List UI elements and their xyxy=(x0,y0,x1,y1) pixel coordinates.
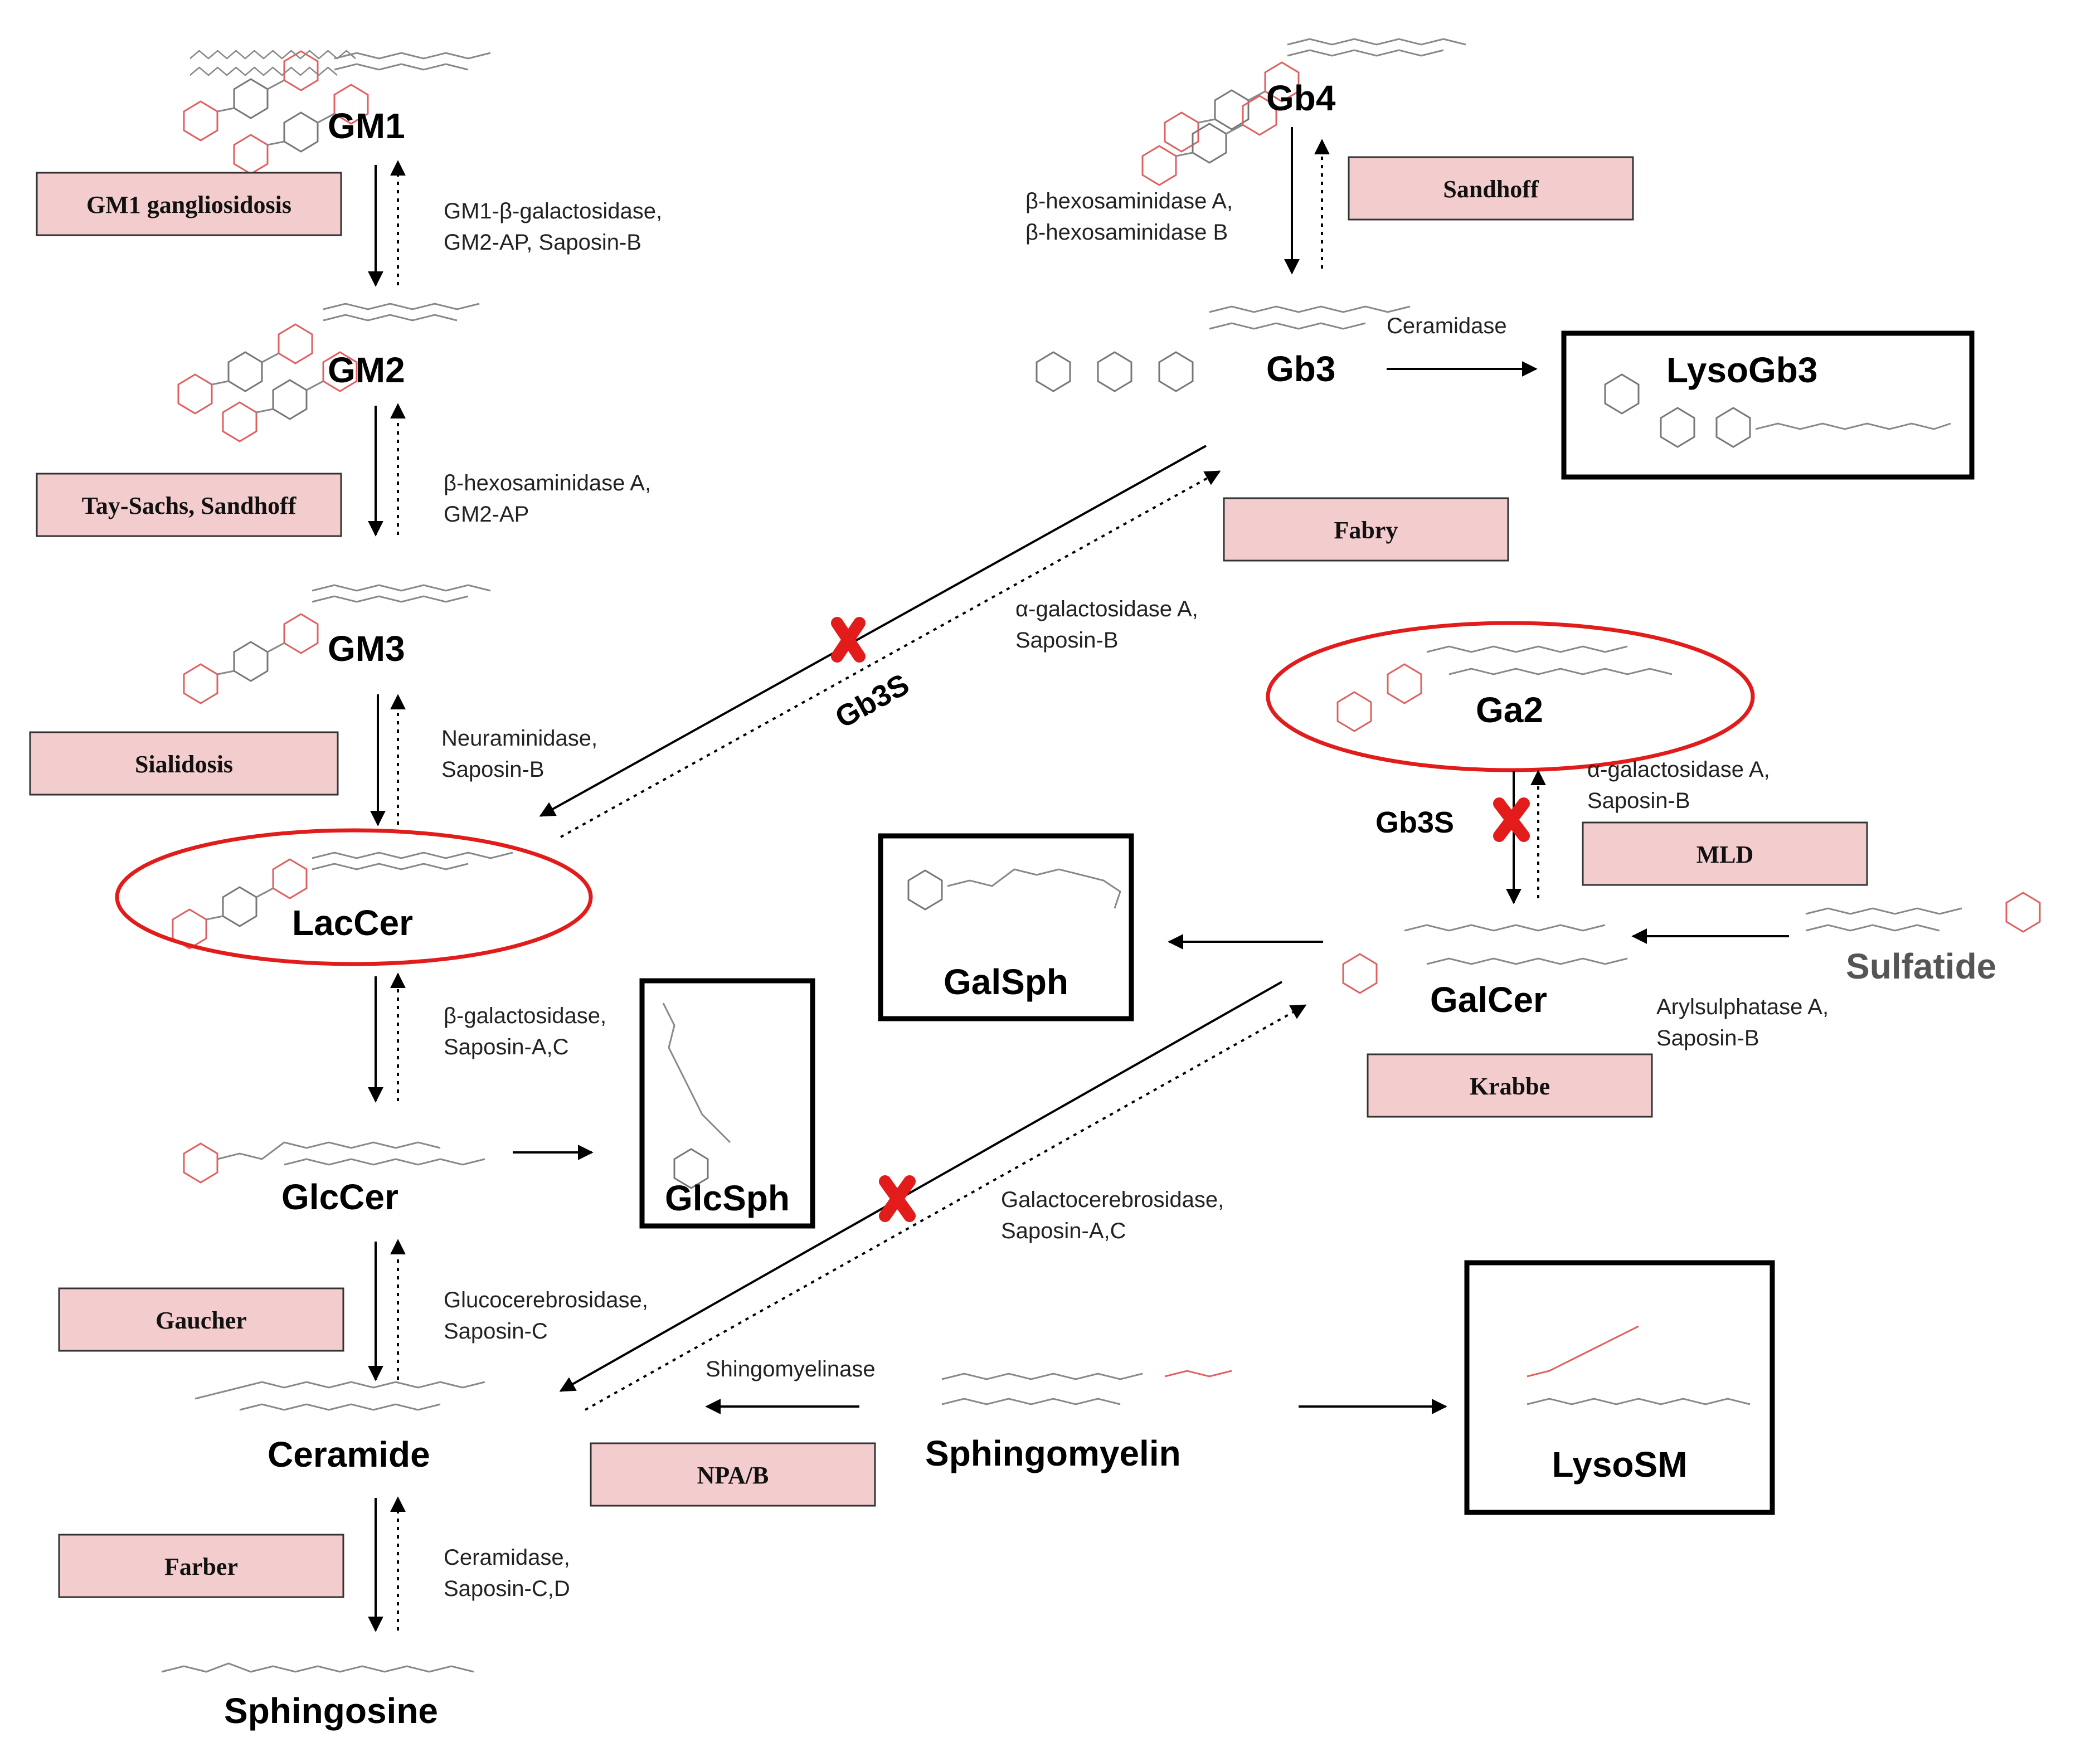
node-gm2: GM2 xyxy=(328,350,405,390)
node-gm1: GM1 xyxy=(328,106,405,146)
arrows-left-chain xyxy=(368,160,594,1632)
disease-sialidosis: Sialidosis xyxy=(29,731,339,796)
svg-text:Tay-Sachs, Sandhoff: Tay-Sachs, Sandhoff xyxy=(82,492,297,519)
product-glcsph: GlcSph xyxy=(639,978,815,1229)
gm1-structure xyxy=(183,50,491,175)
product-lysogb3-label: LysoGb3 xyxy=(1666,350,1817,390)
enzyme-sulfatide-galcer: Arylsulphatase A,Saposin-B xyxy=(1656,995,1829,1050)
svg-text:MLD: MLD xyxy=(1696,841,1754,868)
svg-text:Gaucher: Gaucher xyxy=(155,1307,247,1334)
gm2-structure xyxy=(177,303,480,442)
block-x-galcer-diagonal xyxy=(879,1175,916,1222)
enzyme-ceramide-sphingosine: Ceramidase,Saposin-C,D xyxy=(444,1545,570,1601)
enzyme-gb3-lysogb3: Ceramidase xyxy=(1387,314,1507,338)
glccer-structure xyxy=(183,1141,485,1184)
enzyme-ga2-galcer: α-galactosidase A,Saposin-B xyxy=(1587,757,1770,813)
product-galsph-label: GalSph xyxy=(944,962,1068,1002)
disease-tay-sachs: Tay-Sachs, Sandhoff xyxy=(36,473,342,537)
node-sulfatide: Sulfatide xyxy=(1846,946,1996,986)
svg-text:Krabbe: Krabbe xyxy=(1470,1073,1550,1100)
ga2-highlight xyxy=(1266,621,1755,772)
arrows-right xyxy=(539,127,1789,1414)
svg-text:Farber: Farber xyxy=(164,1553,238,1580)
ga2-structure xyxy=(1336,645,1673,732)
enzyme-gb3-laccer: α-galactosidase A,Saposin-B xyxy=(1015,597,1198,653)
enzyme-laccer-glccer: β-galactosidase,Saposin-A,C xyxy=(444,1004,606,1059)
gb3s-diagonal-label: Gb3S xyxy=(830,668,915,735)
sphingosine-structure xyxy=(161,1662,474,1673)
node-gb4: Gb4 xyxy=(1266,78,1336,118)
node-sphingomyelin: Sphingomyelin xyxy=(925,1433,1181,1473)
disease-npab: NPA/B xyxy=(590,1442,876,1507)
sphingomyelin-structure xyxy=(941,1370,1232,1405)
node-gm3: GM3 xyxy=(328,629,405,669)
disease-gm1-gangliosidosis: GM1 gangliosidosis xyxy=(36,172,342,236)
laccer-highlight xyxy=(115,828,593,966)
product-lysogb3: LysoGb3 xyxy=(1561,330,1975,480)
node-galcer: GalCer xyxy=(1430,980,1547,1020)
node-glccer: GlcCer xyxy=(281,1177,398,1217)
svg-text:Fabry: Fabry xyxy=(1334,517,1398,544)
disease-fabry: Fabry xyxy=(1223,497,1509,562)
enzyme-sphingomyelin-ceramide: Shingomyelinase xyxy=(706,1357,876,1381)
svg-text:Sialidosis: Sialidosis xyxy=(135,751,233,778)
product-glcsph-label: GlcSph xyxy=(665,1178,790,1218)
disease-gaucher: Gaucher xyxy=(58,1287,344,1352)
svg-text:Sandhoff: Sandhoff xyxy=(1443,176,1539,203)
svg-text:NPA/B: NPA/B xyxy=(697,1462,769,1489)
enzyme-gm3-laccer: Neuraminidase,Saposin-B xyxy=(441,726,597,782)
ceramide-structure xyxy=(195,1381,485,1411)
disease-sandhoff: Sandhoff xyxy=(1348,156,1634,221)
enzyme-gb4-gb3: β-hexosaminidase A,β-hexosaminidase B xyxy=(1025,189,1233,245)
enzyme-gm2-gm3: β-hexosaminidase A,GM2-AP xyxy=(444,471,651,527)
product-galsph: GalSph xyxy=(878,833,1134,1021)
node-ga2: Ga2 xyxy=(1476,690,1543,730)
disease-krabbe: Krabbe xyxy=(1367,1053,1653,1118)
gb3s-ga2-label: Gb3S xyxy=(1375,806,1454,839)
enzyme-gm1-gm2: GM1-β-galactosidase,GM2-AP, Saposin-B xyxy=(444,199,662,255)
node-gb3: Gb3 xyxy=(1266,349,1335,389)
galcer-structure xyxy=(1342,924,1628,994)
laccer-structure xyxy=(172,851,513,950)
node-ceramide: Ceramide xyxy=(268,1434,430,1475)
enzyme-glccer-ceramide: Glucocerebrosidase,Saposin-C xyxy=(444,1288,648,1344)
gb4-structure xyxy=(1141,38,1466,186)
node-laccer: LacCer xyxy=(292,903,413,943)
svg-text:GM1 gangliosidosis: GM1 gangliosidosis xyxy=(86,191,291,218)
block-x-gb3s-diagonal xyxy=(831,617,866,663)
disease-farber: Farber xyxy=(58,1534,344,1598)
product-lysosm: LysoSM xyxy=(1464,1260,1775,1515)
product-lysosm-label: LysoSM xyxy=(1552,1444,1688,1485)
sulfatide-structure xyxy=(1805,892,2041,933)
gm3-structure xyxy=(183,584,491,704)
disease-mld: MLD xyxy=(1582,821,1868,886)
node-sphingosine: Sphingosine xyxy=(224,1691,438,1731)
gb3-structure xyxy=(1036,305,1411,392)
enzyme-galcer-ceramide: Galactocerebrosidase,Saposin-A,C xyxy=(1001,1188,1224,1243)
block-x-gb3s-ga2 xyxy=(1493,797,1530,842)
